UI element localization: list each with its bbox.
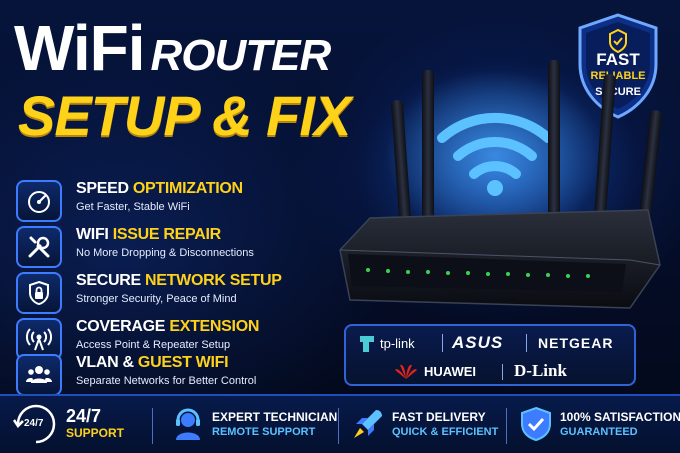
benefit-subtitle: GUARANTEED xyxy=(560,426,638,438)
feature-title: WIFI ISSUE REPAIR xyxy=(76,226,221,243)
antenna-left-2 xyxy=(391,100,413,250)
headline-router: ROUTER xyxy=(150,31,332,80)
feature-subtitle: Separate Networks for Better Control xyxy=(76,375,257,387)
benefit-support-label: SUPPORT xyxy=(66,426,125,440)
speedometer-icon xyxy=(16,180,62,222)
brand-huawei: HUAWEI xyxy=(424,364,476,379)
benefit-satisfaction: 100% SATISFACTION GUARANTEED xyxy=(518,404,680,446)
tools-icon xyxy=(16,226,62,268)
badge-line-1: FAST xyxy=(596,50,640,69)
antenna-right-2 xyxy=(592,74,616,244)
feature-coverage-extension: COVERAGE EXTENSION Access Point & Repeat… xyxy=(16,316,336,362)
brand-dlink: D-Link xyxy=(514,361,567,380)
tplink-logo-icon xyxy=(360,336,374,352)
bottom-benefits-bar: 24/7 24/7 SUPPORT EXPERT TECHNICIAN REMO… xyxy=(0,394,680,453)
shield-lock-icon xyxy=(16,272,62,314)
benefit-title: EXPERT TECHNICIAN xyxy=(212,410,338,424)
headline-line-2: SETUP & FIX xyxy=(18,84,351,147)
benefit-title: FAST DELIVERY xyxy=(392,410,486,424)
antenna-left-1 xyxy=(422,70,434,240)
benefit-title: 100% SATISFACTION xyxy=(560,410,680,424)
benefit-24-7-label: 24/7 xyxy=(66,406,102,426)
benefit-subtitle: REMOTE SUPPORT xyxy=(212,426,316,438)
shield-check-icon xyxy=(521,406,551,442)
feature-subtitle: Access Point & Repeater Setup xyxy=(76,339,231,351)
feature-speed-optimization: SPEED OPTIMIZATION Get Faster, Stable Wi… xyxy=(16,178,336,224)
huawei-logo-icon xyxy=(395,364,417,379)
clock-24-7-icon xyxy=(12,404,56,444)
feature-wifi-issue-repair: WIFI ISSUE REPAIR No More Dropping & Dis… xyxy=(16,224,336,270)
feature-title: VLAN & GUEST WIFI xyxy=(76,354,229,371)
benefit-subtitle: QUICK & EFFICIENT xyxy=(392,426,499,438)
benefit-24-7-support: 24/7 24/7 SUPPORT xyxy=(10,404,150,446)
users-icon xyxy=(16,354,62,396)
brand-netgear: NETGEAR xyxy=(538,335,614,351)
headset-technician-icon xyxy=(176,408,200,440)
headline-wifi: WiFi xyxy=(14,12,145,84)
brand-asus: ASUS xyxy=(452,333,504,352)
brand-tplink: tp-link xyxy=(380,336,415,351)
shield-badge-icon xyxy=(578,13,658,119)
feature-title: COVERAGE EXTENSION xyxy=(76,318,260,335)
wifi-signal-icon xyxy=(437,112,553,179)
feature-subtitle: Stronger Security, Peace of Mind xyxy=(76,293,237,305)
rocket-icon xyxy=(354,410,382,438)
feature-subtitle: No More Dropping & Disconnections xyxy=(76,247,254,259)
wifi-router-icon xyxy=(339,60,662,309)
feature-subtitle: Get Faster, Stable WiFi xyxy=(76,201,190,213)
feature-title: SECURE NETWORK SETUP xyxy=(76,272,282,289)
feature-vlan-guest-wifi: VLAN & GUEST WIFI Separate Networks for … xyxy=(16,352,336,398)
router-illustration xyxy=(330,60,670,320)
feature-secure-network-setup: SECURE NETWORK SETUP Stronger Security, … xyxy=(16,270,336,316)
clock-icon-label: 24/7 xyxy=(24,418,44,429)
benefit-fast-delivery: FAST DELIVERY QUICK & EFFICIENT xyxy=(350,404,500,446)
benefit-expert-technician: EXPERT TECHNICIAN REMOTE SUPPORT xyxy=(170,404,337,446)
feature-title: SPEED OPTIMIZATION xyxy=(76,180,243,197)
brand-logos-panel: tp-link ASUS NETGEAR HUAWEI D-Link xyxy=(344,324,636,386)
status-leds xyxy=(366,268,590,278)
antenna-right-1 xyxy=(548,60,560,230)
